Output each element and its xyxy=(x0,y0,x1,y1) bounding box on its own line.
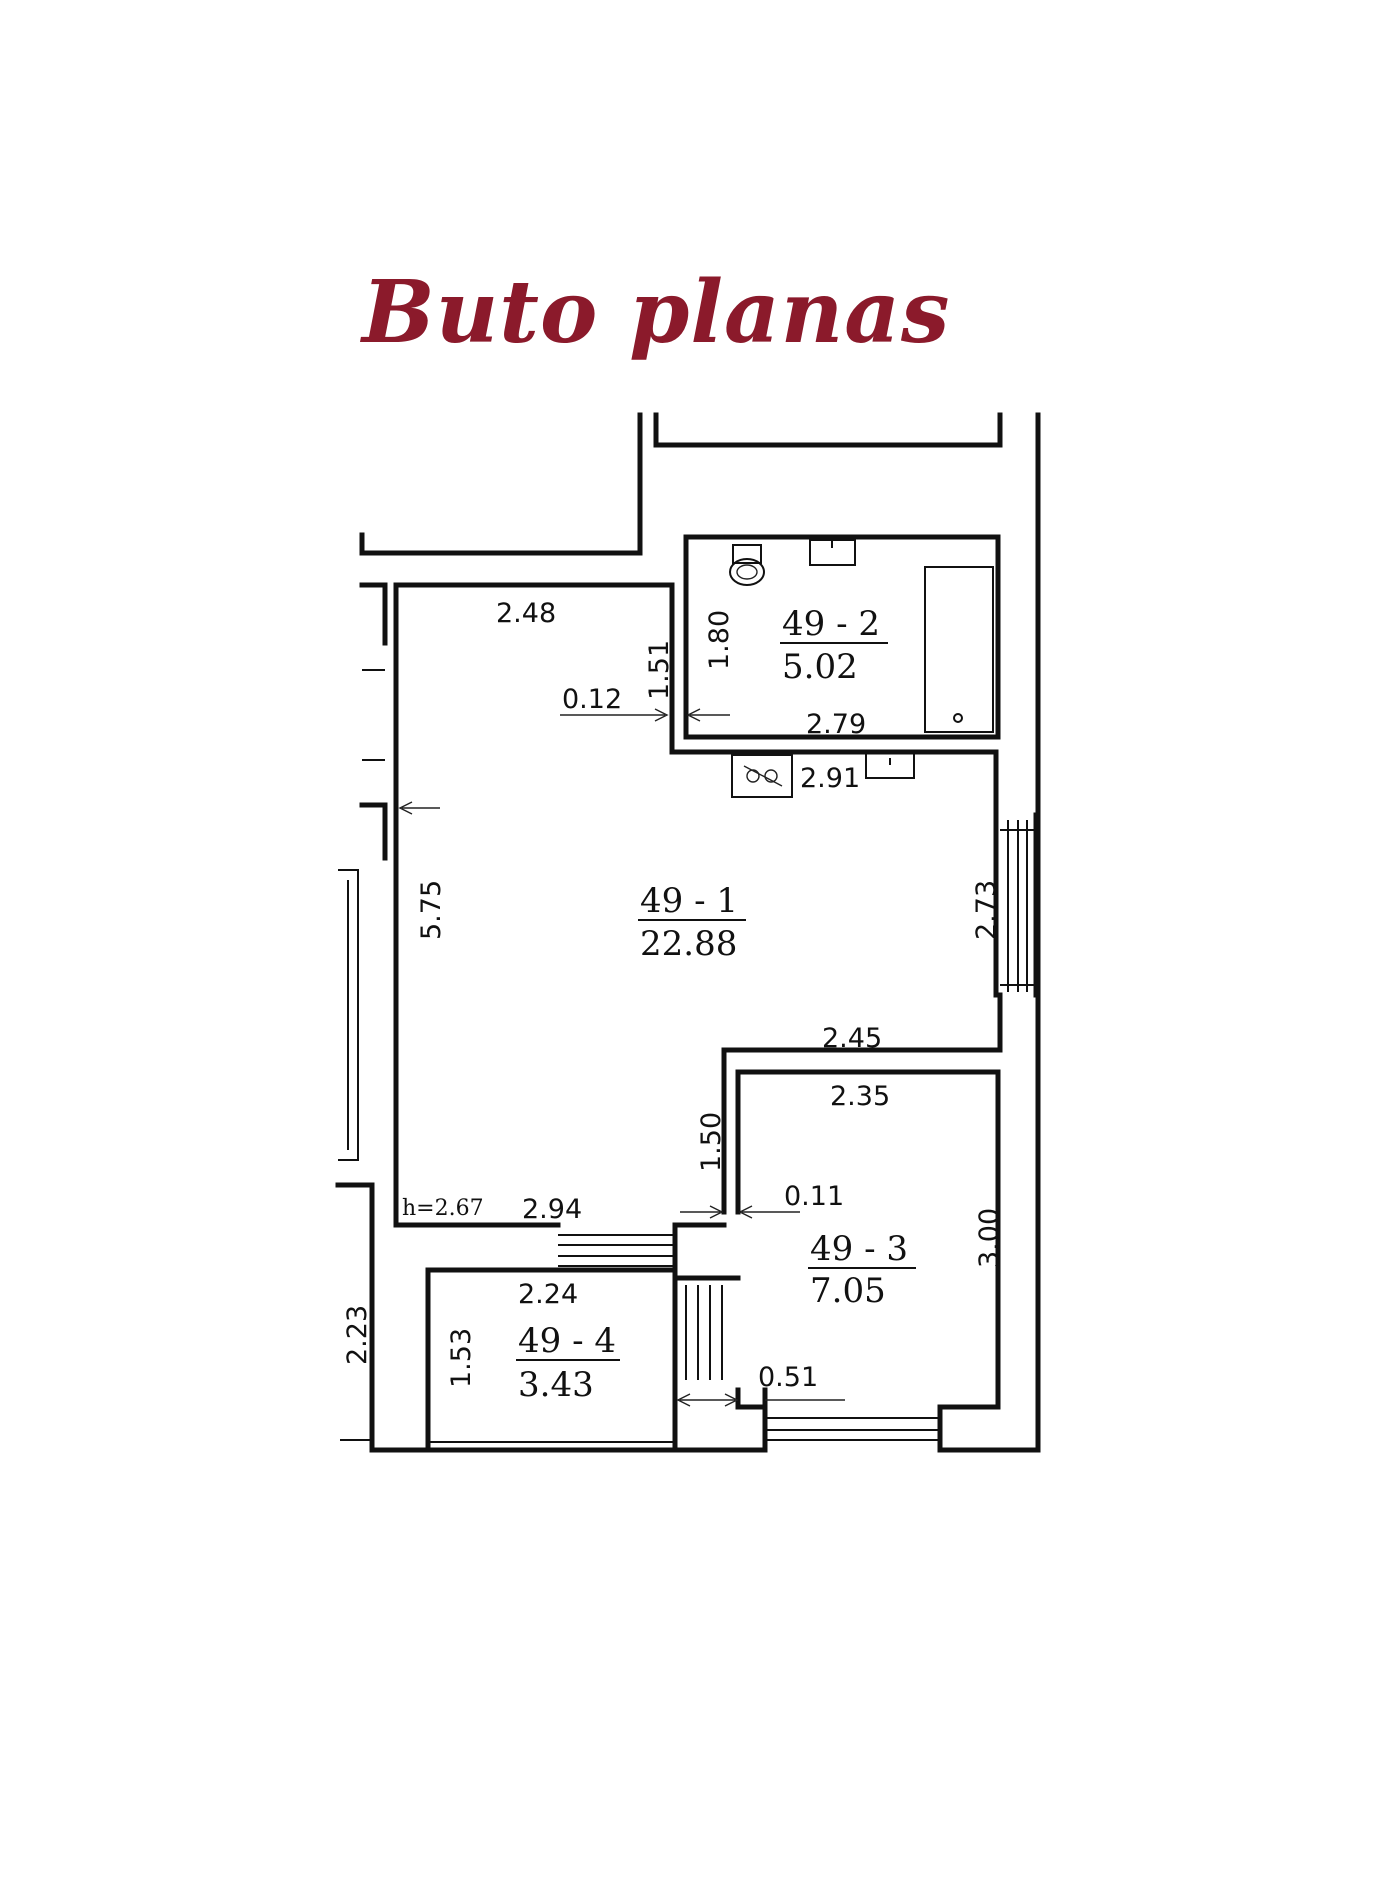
ceiling-height: h=2.67 xyxy=(402,1196,484,1221)
room-id: 49 - 4 xyxy=(518,1321,616,1361)
door-openings xyxy=(558,820,1038,1441)
dim-2-24: 2.24 xyxy=(518,1279,578,1310)
fixtures xyxy=(729,539,994,798)
dim-2-91: 2.91 xyxy=(800,763,860,794)
dim-2-73: 2.73 xyxy=(971,880,1002,940)
kitchen-sink-icon xyxy=(865,751,915,779)
room-label-49-2: 49 - 2 5.02 xyxy=(780,604,888,687)
dim-2-79: 2.79 xyxy=(806,709,866,740)
room-area: 7.05 xyxy=(810,1271,886,1311)
dim-2-94: 2.94 xyxy=(522,1194,582,1225)
room-area: 22.88 xyxy=(640,924,737,964)
plan-title: Buto planas xyxy=(362,262,951,363)
stove-icon xyxy=(731,754,793,798)
dim-1-50: 1.50 xyxy=(696,1112,727,1172)
room-id: 49 - 3 xyxy=(810,1229,908,1269)
dim-2-35: 2.35 xyxy=(830,1081,890,1112)
dim-2-45: 2.45 xyxy=(822,1023,882,1054)
toilet-icon xyxy=(729,544,765,586)
walls xyxy=(335,412,1041,1453)
dim-1-51: 1.51 xyxy=(644,640,675,700)
room-area: 3.43 xyxy=(518,1365,594,1405)
dim-1-80: 1.80 xyxy=(704,610,735,670)
room-area: 5.02 xyxy=(782,647,858,687)
sink-icon xyxy=(809,539,856,566)
dim-3-00: 3.00 xyxy=(974,1208,1005,1268)
dim-1-53: 1.53 xyxy=(446,1328,477,1388)
room-id: 49 - 1 xyxy=(640,881,738,921)
dim-2-48: 2.48 xyxy=(496,598,556,629)
dimension-labels: 2.48 1.80 1.51 0.12 2.79 2.91 5.75 2.73 … xyxy=(342,598,1005,1393)
room-id: 49 - 2 xyxy=(782,604,880,644)
dim-0-51: 0.51 xyxy=(758,1362,818,1393)
dimension-lines xyxy=(398,708,845,1407)
room-label-49-4: 49 - 4 3.43 xyxy=(516,1321,620,1405)
dim-0-11: 0.11 xyxy=(784,1181,844,1212)
room-label-49-3: 49 - 3 7.05 xyxy=(808,1229,916,1311)
room-label-49-1: 49 - 1 22.88 xyxy=(638,881,746,964)
bathtub-icon xyxy=(924,566,994,733)
dim-5-75: 5.75 xyxy=(416,880,447,940)
dim-2-23: 2.23 xyxy=(342,1305,373,1365)
dim-0-12: 0.12 xyxy=(562,684,622,715)
